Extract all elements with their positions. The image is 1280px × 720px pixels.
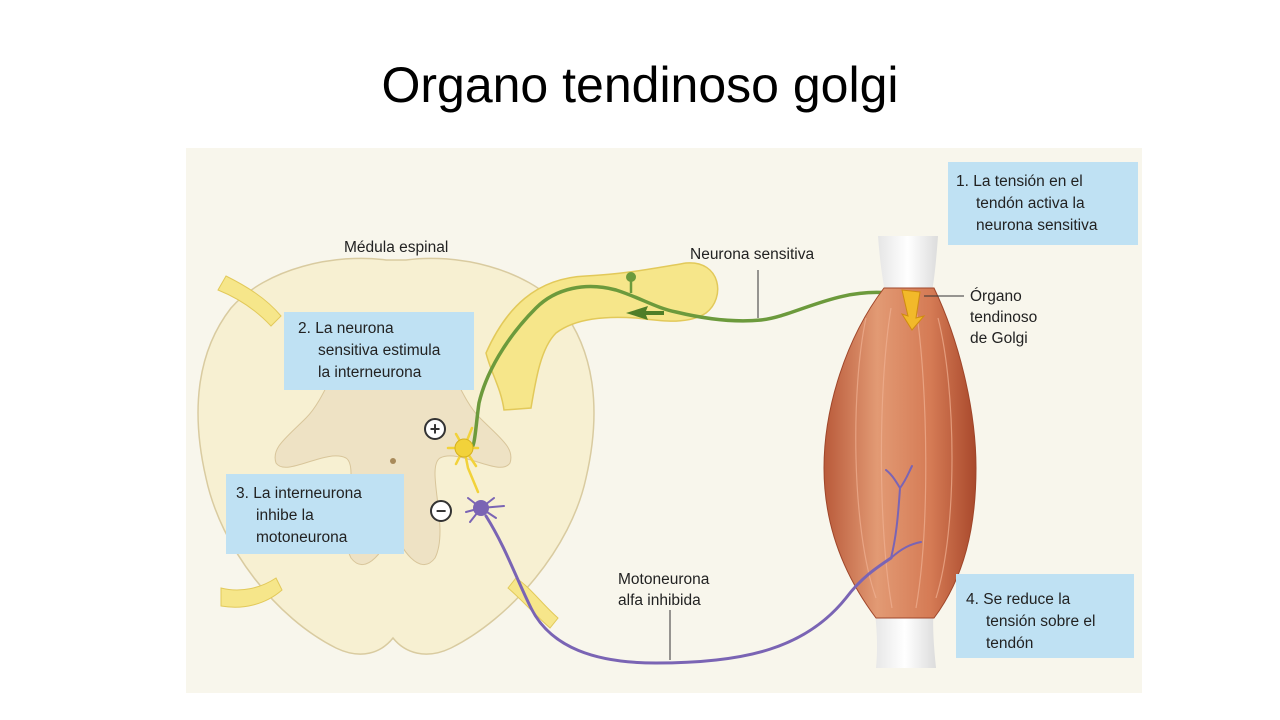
golgi-tendon-organ-diagram: + − Médula espinal Neurona sensitiva Órg… [186,148,1142,693]
callout-step-4: 4. Se reduce la tensión sobre el tendón [956,574,1134,658]
slide-title: Organo tendinoso golgi [381,57,899,113]
inhibitory-symbol: − [430,500,452,522]
callout-step-2-line-1: 2. La neurona [298,320,394,337]
callout-step-3: 3. La interneurona inhibe la motoneurona [226,474,404,554]
golgi-organ-label-line-2: tendinoso [970,309,1037,326]
callout-step-4-line-3: tendón [986,635,1033,652]
callout-step-1-line-3: neurona sensitiva [976,217,1098,234]
spinal-cord-label: Médula espinal [344,239,448,256]
golgi-tendon-organ [900,289,926,331]
excitatory-symbol: + [424,418,446,440]
golgi-organ-label-line-1: Órgano [970,288,1022,305]
sensory-neuron-label: Neurona sensitiva [690,246,814,263]
callout-step-3-line-2: inhibe la [256,507,314,524]
direction-arrow [626,306,664,320]
motor-neuron-cell-body [473,500,489,516]
dorsal-root-left [217,275,282,327]
plus-symbol: + [430,419,441,439]
sensory-neuron-cell-body [626,272,636,282]
callout-step-2-line-3: la interneurona [318,364,422,381]
tendon-lower [874,603,936,668]
muscle [823,236,977,668]
callout-step-1-line-1: 1. La tensión en el [956,173,1083,190]
motor-neuron-label-line-2: alfa inhibida [618,592,701,609]
callout-step-2-line-2: sensitiva estimula [318,342,441,359]
minus-symbol: − [436,501,447,521]
ventral-root-right [507,577,559,629]
callout-step-4-line-2: tensión sobre el [986,613,1095,630]
sensory-neuron-axon [469,284,891,450]
golgi-organ-label-line-3: de Golgi [970,330,1028,347]
motor-neuron-label-line-1: Motoneurona [618,571,710,588]
callout-step-3-line-1: 3. La interneurona [236,485,362,502]
tendon-upper [878,236,938,296]
callout-step-1-line-2: tendón activa la [976,195,1085,212]
motor-neuron-endings [885,465,922,559]
motor-neuron-axon [484,514,893,665]
ventral-root-left [220,577,283,608]
callout-step-3-line-3: motoneurona [256,529,348,546]
central-canal [390,458,396,464]
interneuron-cell-body [454,438,474,458]
callout-step-1: 1. La tensión en el tendón activa la neu… [948,162,1138,245]
callout-step-2: 2. La neurona sensitiva estimula la inte… [284,312,474,390]
muscle-fibers [855,307,953,609]
callout-step-4-line-1: 4. Se reduce la [966,591,1071,608]
